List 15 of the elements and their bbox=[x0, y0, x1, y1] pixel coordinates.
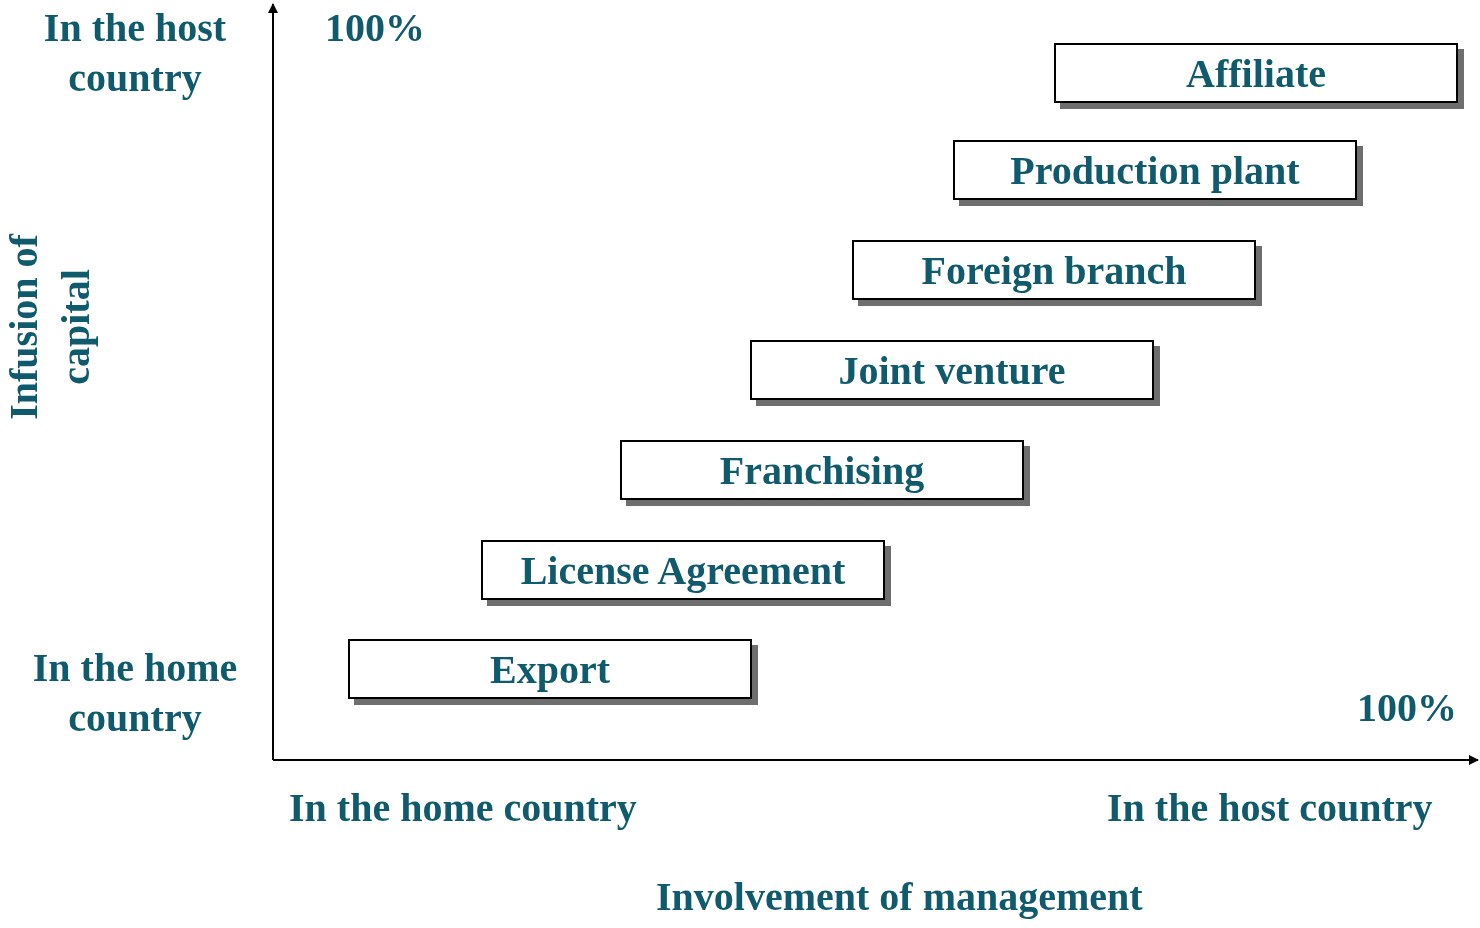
box-label: Foreign branch bbox=[921, 246, 1187, 294]
axis-title: Involvement of management bbox=[656, 873, 1143, 921]
box-label: Franchising bbox=[719, 446, 925, 494]
axis-title: Infusion of capital bbox=[0, 232, 99, 422]
box-label: Export bbox=[490, 645, 610, 693]
box-label: Affiliate bbox=[1186, 49, 1326, 97]
axis-end-label: In the host country bbox=[42, 4, 228, 102]
box-label: Joint venture bbox=[838, 346, 1066, 394]
axis-end-label: In the home country bbox=[31, 644, 239, 742]
box-label: Production plant bbox=[1010, 146, 1300, 194]
axis-end-label: In the host country bbox=[1107, 784, 1433, 832]
box-label: License Agreement bbox=[520, 546, 846, 594]
axis-end-label: In the home country bbox=[289, 784, 637, 832]
axis-percent-label: 100% bbox=[325, 4, 425, 52]
axis-percent-label: 100% bbox=[1357, 684, 1457, 732]
